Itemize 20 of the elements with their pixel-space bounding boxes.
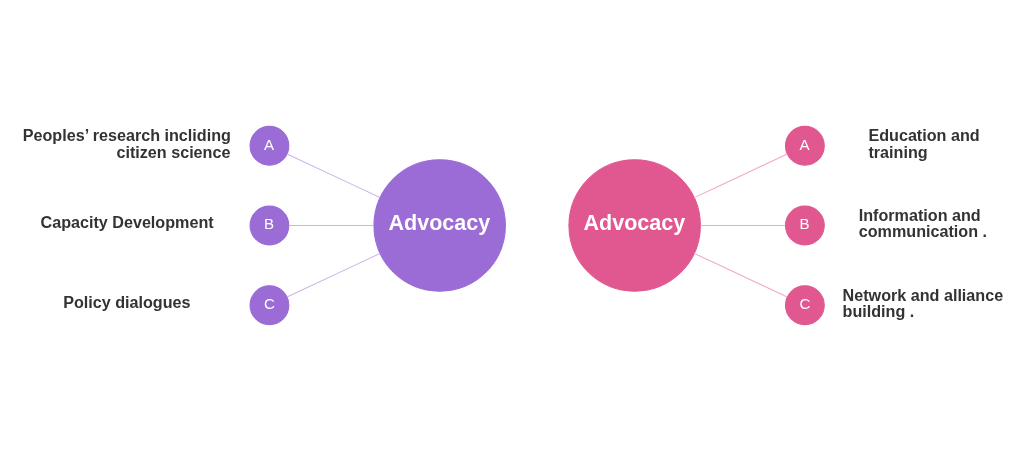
node-circle: A — [249, 125, 289, 166]
node-circle: Advocacy — [372, 158, 506, 292]
node-label: Education and training — [867, 125, 980, 161]
node-circle: C — [249, 284, 289, 325]
connector — [693, 153, 788, 198]
node-circle: A — [784, 125, 825, 166]
node-label: Peoples’ research incliding citizen science — [22, 125, 231, 161]
connector — [285, 252, 381, 298]
connector — [699, 224, 786, 226]
node-label: Capacity Development — [40, 212, 214, 231]
node-circle: C — [784, 284, 825, 325]
connector — [285, 152, 381, 198]
node-circle: B — [249, 205, 289, 245]
connector — [287, 224, 374, 226]
node-label: Information and communication . — [858, 205, 987, 240]
node-circle: Advocacy — [567, 158, 701, 292]
node-label: Policy dialogues — [62, 292, 191, 311]
node-label: Network and alliance building . — [842, 285, 1003, 320]
node-circle: B — [784, 205, 825, 245]
connector — [693, 252, 788, 297]
